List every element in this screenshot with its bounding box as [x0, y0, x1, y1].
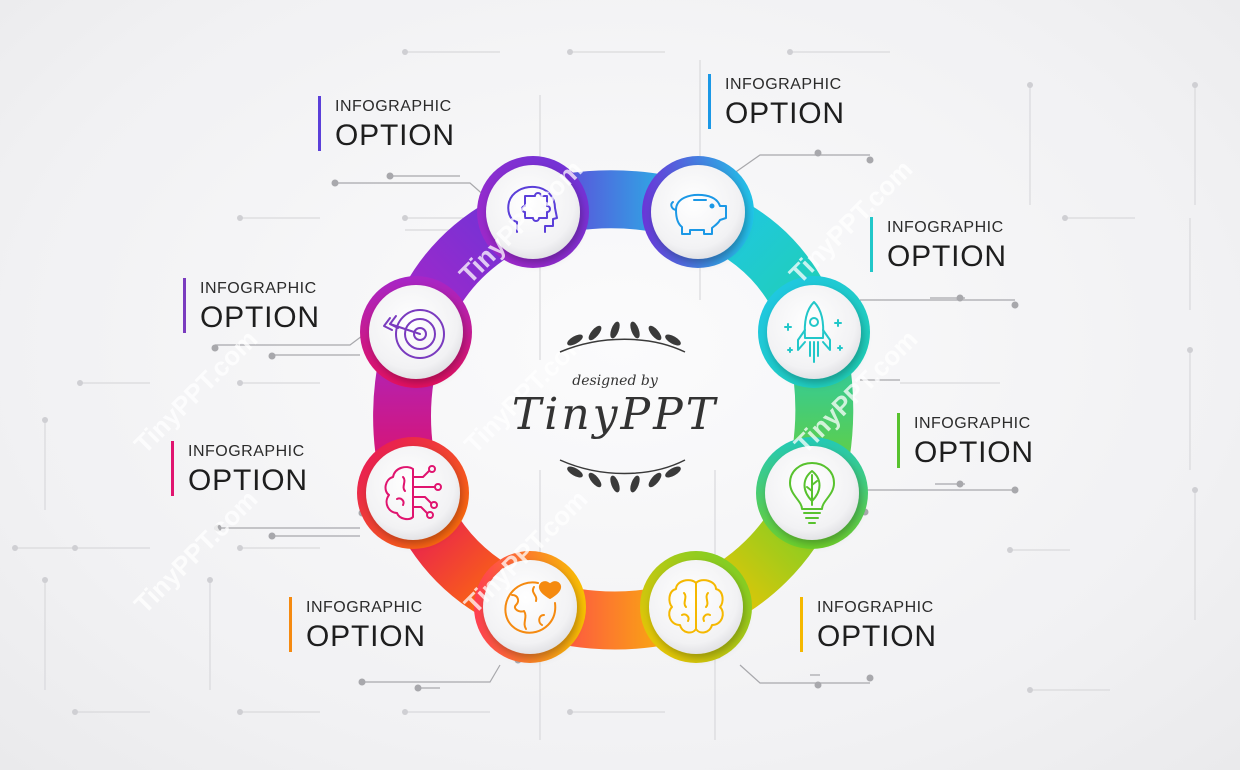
option-label-big: OPTION: [200, 301, 320, 334]
watermark-text: TinyPPT.com: [128, 484, 263, 619]
option-label-8: INFOGRAPHIC OPTION: [183, 278, 320, 333]
piggy-bank-icon: [670, 193, 727, 235]
target-arrow-icon: [383, 309, 445, 359]
option-label-big: OPTION: [335, 119, 455, 152]
option-label-2: INFOGRAPHIC OPTION: [708, 74, 845, 129]
option-label-small: INFOGRAPHIC: [188, 443, 305, 460]
option-label-small: INFOGRAPHIC: [817, 599, 934, 616]
brain-circuit-icon: [384, 465, 442, 521]
globe-heart-icon: [504, 581, 562, 634]
option-label-small: INFOGRAPHIC: [200, 280, 317, 297]
option-label-small: INFOGRAPHIC: [725, 76, 842, 93]
option-label-small: INFOGRAPHIC: [887, 219, 1004, 236]
background-dots: [12, 49, 1198, 715]
head-puzzle-icon: [507, 185, 558, 233]
option-label-big: OPTION: [725, 97, 845, 130]
eco-bulb-icon: [789, 462, 835, 524]
option-label-5: INFOGRAPHIC OPTION: [800, 597, 937, 652]
option-label-1: INFOGRAPHIC OPTION: [318, 96, 455, 151]
laurel-decoration: [559, 321, 686, 493]
option-label-big: OPTION: [188, 464, 308, 497]
rocket-icon: [784, 301, 843, 363]
option-label-3: INFOGRAPHIC OPTION: [870, 217, 1007, 272]
designed-by-text: designed by: [572, 373, 658, 389]
option-label-small: INFOGRAPHIC: [335, 98, 452, 115]
option-label-7: INFOGRAPHIC OPTION: [171, 441, 308, 496]
brain-puzzle-icon: [668, 579, 724, 634]
center-logo: designed by TinyPPT: [490, 305, 740, 505]
option-label-small: INFOGRAPHIC: [306, 599, 423, 616]
watermark-text: TinyPPT.com: [128, 324, 263, 459]
option-label-big: OPTION: [306, 620, 426, 653]
option-label-big: OPTION: [817, 620, 937, 653]
label-connectors: [215, 154, 1015, 689]
brand-name: TinyPPT: [511, 389, 719, 440]
option-label-big: OPTION: [914, 436, 1034, 469]
option-label-4: INFOGRAPHIC OPTION: [897, 413, 1034, 468]
option-label-big: OPTION: [887, 240, 1007, 273]
option-label-6: INFOGRAPHIC OPTION: [289, 597, 426, 652]
option-label-small: INFOGRAPHIC: [914, 415, 1031, 432]
